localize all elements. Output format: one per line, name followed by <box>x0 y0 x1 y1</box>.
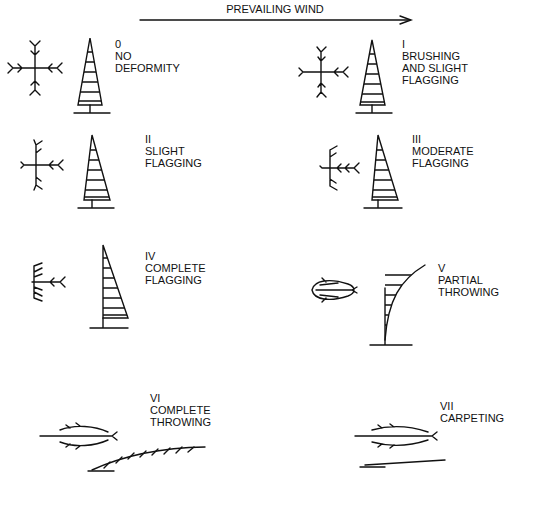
tree-profile <box>360 460 445 467</box>
tree-profile <box>78 135 115 208</box>
crown-top-view <box>32 263 65 301</box>
crown-top-view <box>299 47 348 97</box>
class-number: II <box>145 133 217 145</box>
crown-top-view <box>21 140 63 190</box>
tree-profile <box>70 38 110 113</box>
class-number: 0 <box>115 38 187 50</box>
tree-profile <box>88 447 205 471</box>
tree-profile <box>364 135 402 208</box>
crown-top-view <box>8 41 62 95</box>
crown-top-view <box>312 278 357 302</box>
class-name: BRUSHING AND SLIGHT FLAGGING <box>402 50 477 86</box>
class-name: PARTIAL THROWING <box>438 274 510 298</box>
crown-top-view <box>355 424 437 448</box>
arrow-head <box>400 16 411 24</box>
class-name: COMPLETE FLAGGING <box>145 262 217 286</box>
tree-profile <box>370 265 430 345</box>
class-name: CARPETING <box>440 412 512 424</box>
crown-top-view <box>320 146 359 190</box>
class-number: VII <box>440 400 512 412</box>
tree-profile <box>355 40 392 113</box>
tree-profile <box>90 245 132 328</box>
wind-label: PREVAILING WIND <box>205 3 345 15</box>
class-name: MODERATE FLAGGING <box>412 145 484 169</box>
class-name: NO DEFORMITY <box>115 50 187 74</box>
crown-top-view <box>40 423 117 449</box>
class-name: COMPLETE THROWING <box>150 404 222 428</box>
class-number: VI <box>150 392 222 404</box>
wind-arrow <box>140 19 410 20</box>
class-number: I <box>402 38 477 50</box>
class-number: III <box>412 133 484 145</box>
class-number: V <box>438 262 510 274</box>
class-name: SLIGHT FLAGGING <box>145 145 217 169</box>
class-number: IV <box>145 250 217 262</box>
